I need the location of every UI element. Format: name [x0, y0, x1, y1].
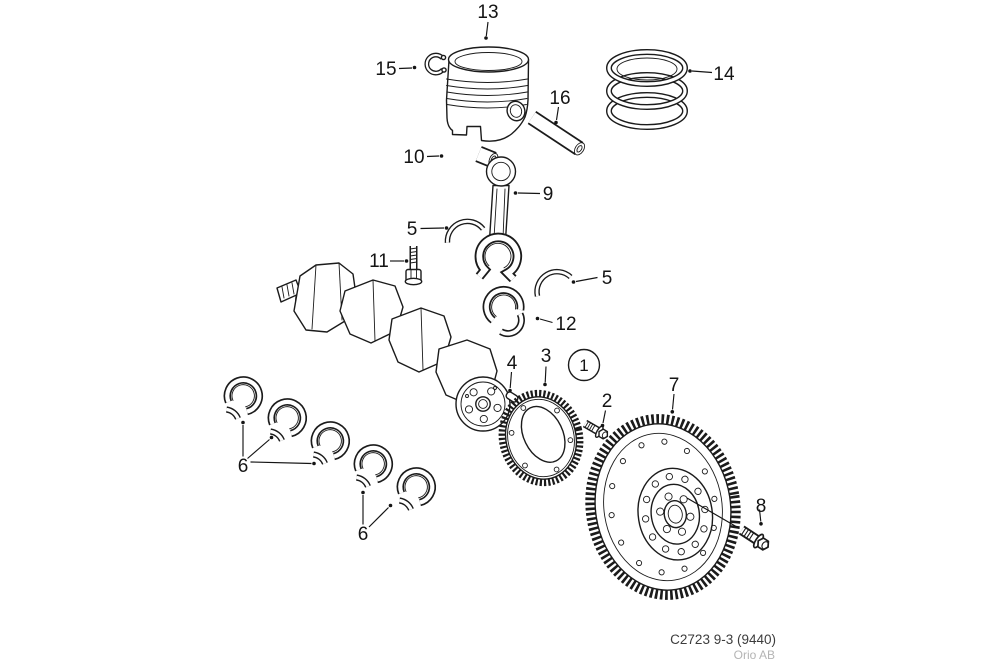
callout-4: 4	[507, 353, 518, 374]
callout-11: 11	[369, 251, 389, 272]
leader-lines	[241, 21, 763, 529]
callout-1: 1	[579, 356, 588, 375]
brand-text: Orio AB	[734, 648, 775, 662]
callout-10: 10	[403, 147, 424, 168]
callout-7: 7	[669, 375, 680, 396]
callout-15: 15	[375, 59, 396, 80]
callout-2: 2	[602, 391, 613, 412]
flywheel-hub	[637, 467, 714, 561]
piston	[445, 46, 530, 142]
callout-3: 3	[541, 346, 552, 367]
callout-14: 14	[713, 64, 735, 85]
big-end-bearing-pair	[482, 285, 525, 338]
catalog-code: C2723 9-3 (9440)	[670, 632, 776, 647]
callout-5a: 5	[407, 219, 418, 240]
crankshaft	[276, 262, 511, 432]
bearing-shell-lower	[534, 268, 573, 297]
callout-6b: 6	[358, 524, 369, 545]
crank-flange	[455, 376, 511, 432]
reluctor-bolt	[582, 419, 609, 440]
flywheel-bolt	[738, 525, 770, 551]
flywheel-rim-holes	[608, 438, 718, 576]
main-bearing-shells	[227, 380, 433, 510]
callout-8: 8	[756, 496, 767, 517]
callout-6a: 6	[238, 456, 249, 477]
callout-labels: 13 15 14 16 10 9 5 11 5 12 6 6 4 3 1 2 7…	[238, 2, 767, 545]
connecting-rod	[474, 156, 523, 283]
circled-callout-1	[567, 348, 601, 382]
callout-13: 13	[477, 2, 498, 23]
rod-bolt	[404, 246, 423, 286]
gudgeon-pin	[527, 111, 586, 156]
flywheel	[585, 414, 741, 600]
piston-pin-boss	[506, 100, 526, 122]
callout-9: 9	[543, 184, 554, 205]
circlip	[424, 52, 447, 76]
rod-big-end	[474, 232, 523, 283]
callout-5b: 5	[602, 268, 613, 289]
callout-12: 12	[555, 314, 576, 335]
bearing-shell-upper	[444, 218, 486, 243]
piston-ring-set	[606, 49, 688, 130]
callout-16: 16	[549, 88, 570, 109]
reluctor-ring	[498, 389, 584, 487]
